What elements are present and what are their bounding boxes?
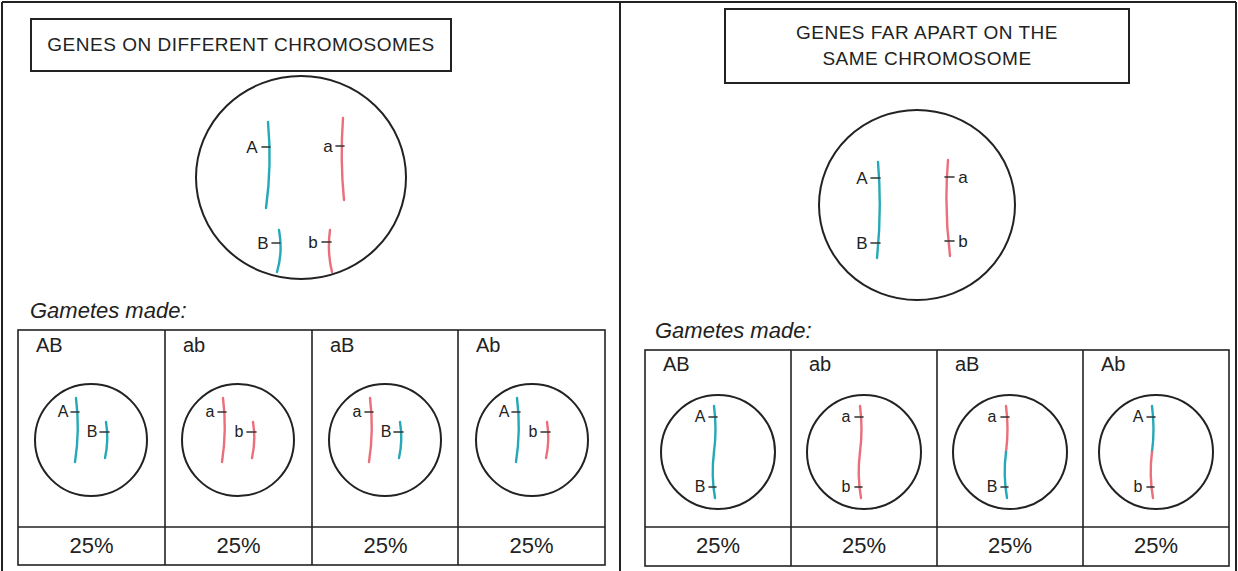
allele-letter: b xyxy=(235,424,244,440)
percentage: 25% xyxy=(1134,533,1178,558)
gamete-genotype: ab xyxy=(809,353,831,376)
allele-letter: a xyxy=(206,404,215,420)
allele-letter: b xyxy=(842,479,851,495)
gamete-genotype: Ab xyxy=(1101,353,1125,376)
cell-membrane xyxy=(1099,395,1213,509)
heading-text: GENES ON DIFFERENT CHROMOSOMES xyxy=(47,32,434,58)
cell-circle: AaBb xyxy=(195,75,407,280)
circle-outline xyxy=(952,394,1068,510)
cell-membrane xyxy=(35,384,147,496)
allele-letter: b xyxy=(1134,479,1143,495)
allele-letter: a xyxy=(323,138,332,155)
gamete-genotype: AB xyxy=(36,334,63,357)
cell-membrane xyxy=(661,395,775,509)
allele-letter: a xyxy=(988,409,997,425)
cell-circle: ab xyxy=(181,383,295,497)
circle-outline xyxy=(818,109,1016,301)
cell-circle: ab xyxy=(806,394,922,510)
allele-letter: A xyxy=(695,409,706,425)
circle-outline xyxy=(328,383,442,497)
section-label: Gametes made: xyxy=(30,298,187,323)
gamete-genotype: aB xyxy=(330,334,354,357)
percentage: 25% xyxy=(69,533,113,558)
gamete-genotype: AB xyxy=(663,353,690,376)
cell-membrane xyxy=(819,110,1015,300)
circle-outline xyxy=(181,383,295,497)
circle-outline xyxy=(475,383,589,497)
circle-outline xyxy=(195,75,407,280)
allele-letter: A xyxy=(58,404,69,420)
allele-letter: B xyxy=(695,479,706,495)
circle-outline xyxy=(806,394,922,510)
gamete-genotype: ab xyxy=(183,334,205,357)
cell-circle: aB xyxy=(328,383,442,497)
gamete-genotype: Ab xyxy=(476,334,500,357)
cell-membrane xyxy=(807,395,921,509)
allele-letter: A xyxy=(856,170,867,187)
cell-membrane xyxy=(476,384,588,496)
allele-letter: B xyxy=(257,235,268,252)
gamete-genotype: aB xyxy=(955,353,979,376)
percentage: 25% xyxy=(988,533,1032,558)
cell-circle: Ab xyxy=(1098,394,1214,510)
percentage: 25% xyxy=(842,533,886,558)
circle-outline xyxy=(660,394,776,510)
cell-circle: Ab xyxy=(475,383,589,497)
percentage: 25% xyxy=(363,533,407,558)
allele-letter: A xyxy=(499,404,510,420)
percentage: 25% xyxy=(696,533,740,558)
cell-circle: AB xyxy=(34,383,148,497)
allele-letter: B xyxy=(856,235,867,252)
gene-ticks xyxy=(71,146,1155,487)
allele-letter: B xyxy=(381,424,392,440)
circle-outline xyxy=(1098,394,1214,510)
gamete-table xyxy=(18,330,1229,566)
allele-letter: a xyxy=(958,169,967,186)
allele-letter: b xyxy=(308,234,317,251)
percentage: 25% xyxy=(216,533,260,558)
cell-circle: AaBb xyxy=(818,109,1016,301)
allele-letter: A xyxy=(246,139,257,156)
cell-membrane xyxy=(953,395,1067,509)
cell-circle: aB xyxy=(952,394,1068,510)
allele-letter: b xyxy=(958,233,967,250)
allele-letter: a xyxy=(353,404,362,420)
section-label: Gametes made: xyxy=(655,318,812,343)
allele-letter: B xyxy=(987,479,998,495)
cell-membrane xyxy=(196,76,406,279)
percentage: 25% xyxy=(509,533,553,558)
cell-membrane xyxy=(182,384,294,496)
allele-letter: A xyxy=(1133,409,1144,425)
cell-circle: AB xyxy=(660,394,776,510)
heading-box: GENES FAR APART ON THE SAME CHROMOSOME xyxy=(724,8,1130,84)
circle-outline xyxy=(34,383,148,497)
heading-text: GENES FAR APART ON THE SAME CHROMOSOME xyxy=(782,20,1072,71)
allele-letter: a xyxy=(842,409,851,425)
chromosomes xyxy=(75,118,1154,498)
heading-box: GENES ON DIFFERENT CHROMOSOMES xyxy=(30,18,452,72)
allele-letter: B xyxy=(87,424,98,440)
allele-letter: b xyxy=(529,424,538,440)
cell-membrane xyxy=(329,384,441,496)
